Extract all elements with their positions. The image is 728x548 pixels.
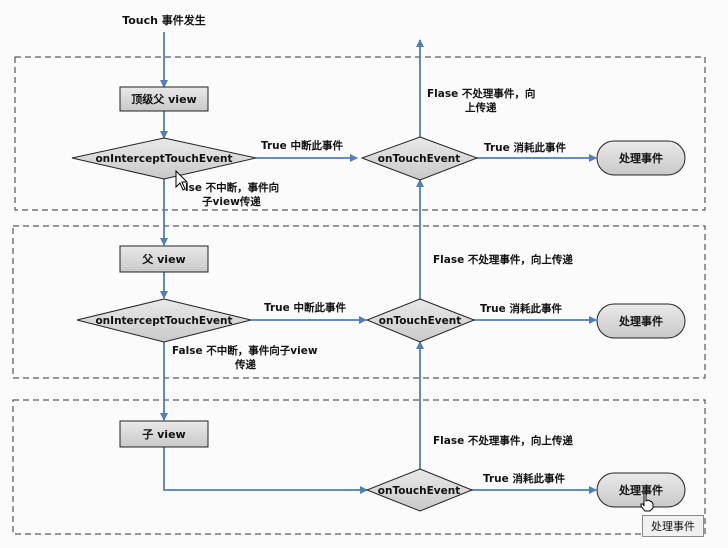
- start-label: Touch 事件发生: [122, 13, 206, 27]
- child-view-label: 子 view: [142, 428, 185, 441]
- intercept-false-label-parent-line2: 传递: [234, 358, 256, 371]
- arrow-child-view-to-ontouch: [163, 447, 368, 494]
- handle-label-top: 处理事件: [618, 151, 663, 165]
- intercept-true-label-top: True 中断此事件: [261, 139, 343, 152]
- handle-event-top: [596, 140, 686, 176]
- tooltip: 处理事件: [642, 515, 704, 537]
- ontouch-label-top: onTouchEvent: [378, 153, 460, 165]
- intercept-decision-parent: [76, 298, 252, 343]
- top-parent-view-label: 顶级父 view: [131, 92, 196, 106]
- intercept-true-label-parent: True 中断此事件: [264, 301, 346, 314]
- mouse-cursor-arrow-icon: [175, 170, 189, 191]
- parent-view-label: 父 view: [141, 253, 185, 266]
- child-layer-frame: [12, 399, 706, 535]
- ontouch-true-label-child: True 消耗此事件: [483, 472, 565, 485]
- top-parent-layer-frame: [14, 56, 706, 211]
- ontouch-label-parent: onTouchEvent: [379, 315, 461, 327]
- intercept-label-parent: onInterceptTouchEvent: [95, 315, 232, 327]
- intercept-false-label-top-line2: 子view传递: [202, 195, 261, 208]
- intercept-false-label-parent-line1: False 不中断，事件向子view: [172, 344, 318, 357]
- ontouch-false-label-child: Flase 不处理事件，向上传递: [433, 434, 573, 447]
- intercept-label-top: onInterceptTouchEvent: [95, 153, 232, 165]
- ontouch-decision-parent: [365, 298, 476, 343]
- handle-event-child: [596, 472, 686, 508]
- ontouch-false-label-top-line1: Flase 不处理事件，向: [427, 87, 535, 100]
- handle-event-parent: [596, 303, 686, 339]
- handle-label-child: 处理事件: [618, 483, 663, 497]
- mouse-cursor-hand-icon: [640, 492, 654, 512]
- parent-layer-frame: [12, 225, 706, 379]
- top-parent-view-box: [119, 86, 209, 112]
- intercept-decision-top: [71, 137, 257, 180]
- ontouch-decision-top: [360, 136, 479, 181]
- ontouch-true-label-parent: True 消耗此事件: [480, 302, 562, 315]
- handle-label-parent: 处理事件: [618, 314, 663, 328]
- ontouch-false-label-parent: Flase 不处理事件，向上传递: [433, 253, 573, 266]
- ontouch-label-child: onTouchEvent: [378, 485, 460, 497]
- connectors: [160, 32, 597, 494]
- child-view-box: [119, 420, 209, 448]
- intercept-false-label-top-line1: lse 不中断，事件向: [185, 181, 279, 194]
- ontouch-false-label-top-line2: 上传递: [465, 101, 497, 114]
- parent-view-box: [119, 245, 209, 273]
- ontouch-true-label-top: True 消耗此事件: [484, 141, 566, 154]
- ontouch-decision-child: [365, 468, 474, 512]
